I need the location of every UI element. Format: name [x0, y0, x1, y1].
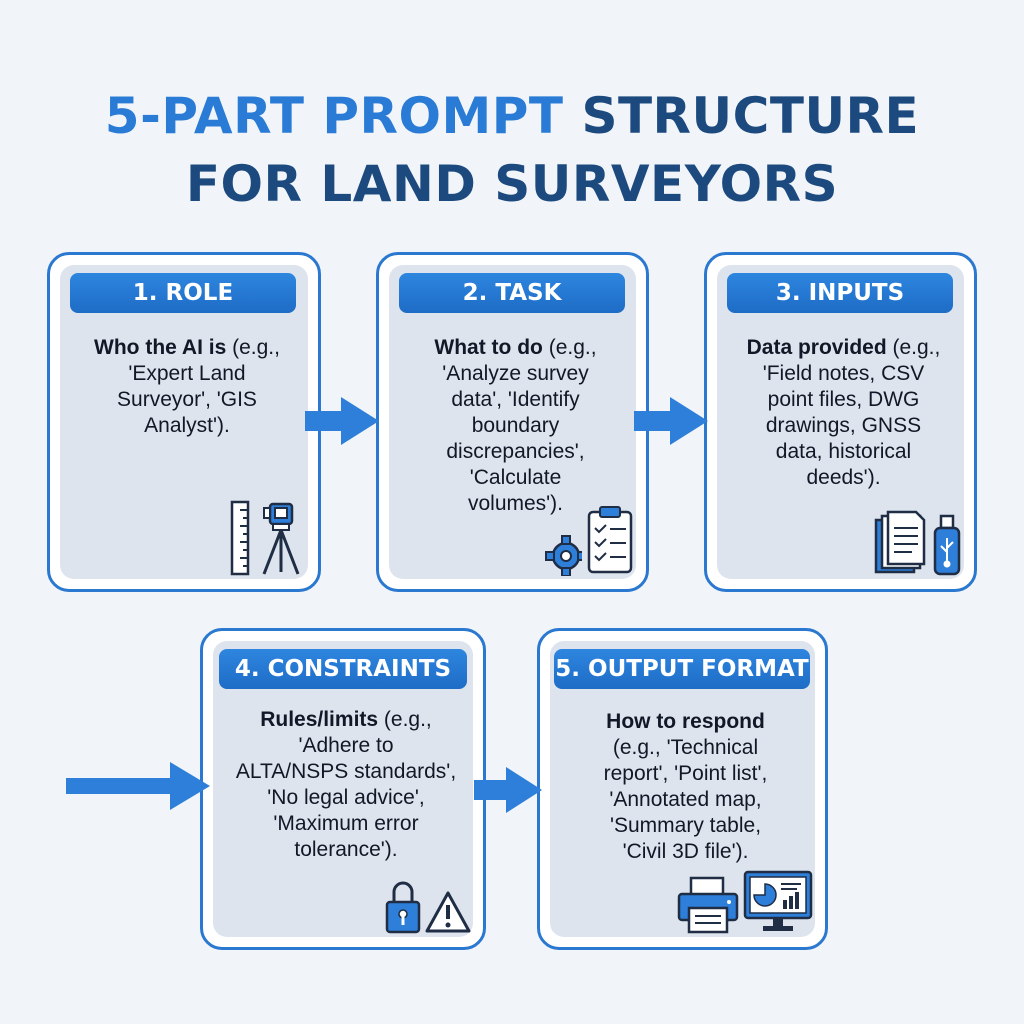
- card-body-role: Who the AI is (e.g., 'Expert Land Survey…: [94, 336, 280, 437]
- ruler-icon: [230, 500, 252, 581]
- card-inputs: 3. INPUTS Data provided (e.g., 'Field no…: [704, 252, 977, 592]
- card-body-inputs: Data provided (e.g., 'Field notes, CSV p…: [746, 336, 941, 489]
- warning-icon: [425, 890, 471, 939]
- card-output-format: 5. OUTPUT FORMAT How to respond (e.g., '…: [537, 628, 828, 950]
- card-task: 2. TASK What to do (e.g., 'Analyze surve…: [376, 252, 649, 592]
- card-header-role: 1. ROLE: [70, 273, 296, 313]
- arrow-task-to-inputs: [634, 397, 708, 445]
- theodolite-tripod-icon: [256, 498, 306, 581]
- arrow-role-to-task: [305, 397, 379, 445]
- arrow-constraints-to-output: [474, 767, 542, 813]
- card-header-constraints: 4. CONSTRAINTS: [219, 649, 467, 689]
- card-body-task: What to do (e.g., 'Analyze survey data',…: [434, 336, 597, 515]
- usb-drive-icon: [932, 514, 962, 581]
- documents-icon: [874, 510, 928, 581]
- arrow-into-constraints: [66, 762, 210, 810]
- clipboard-checklist-icon: [586, 504, 634, 581]
- card-header-task: 2. TASK: [399, 273, 625, 313]
- card-header-output-format: 5. OUTPUT FORMAT: [554, 649, 810, 689]
- printer-icon: [677, 876, 739, 939]
- title-accent: 5-PART PROMPT: [104, 87, 564, 145]
- monitor-chart-icon: [743, 870, 813, 939]
- page-title: 5-PART PROMPT STRUCTURE FOR LAND SURVEYO…: [0, 82, 1024, 218]
- card-body-constraints: Rules/limits (e.g., 'Adhere to ALTA/NSPS…: [235, 708, 457, 861]
- card-header-inputs: 3. INPUTS: [727, 273, 953, 313]
- card-body-output-format: How to respond (e.g., 'Technical report'…: [603, 710, 768, 863]
- padlock-icon: [385, 878, 421, 939]
- card-role: 1. ROLE Who the AI is (e.g., 'Expert Lan…: [47, 252, 321, 592]
- card-constraints: 4. CONSTRAINTS Rules/limits (e.g., 'Adhe…: [200, 628, 486, 950]
- title-line-2: FOR LAND SURVEYORS: [185, 155, 839, 213]
- title-rest: STRUCTURE: [581, 87, 920, 145]
- gear-icon: [542, 532, 587, 581]
